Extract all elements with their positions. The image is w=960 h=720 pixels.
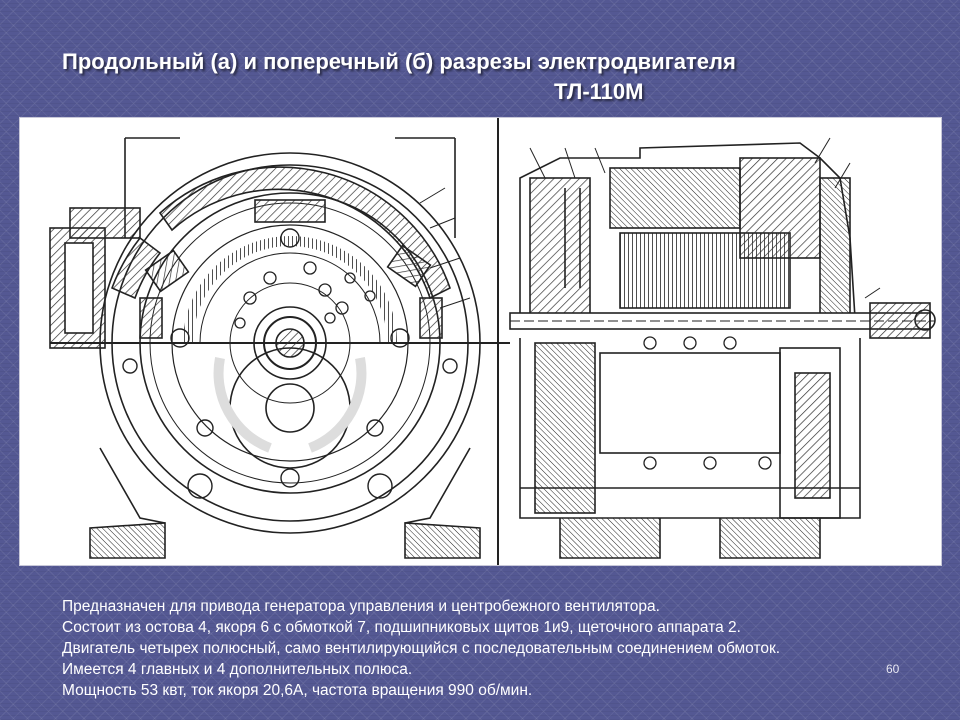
description-line-4: Имеется 4 главных и 4 дополнительных пол… <box>62 661 413 678</box>
page-number: 60 <box>886 662 900 676</box>
description-line-2: Состоит из остова 4, якоря 6 с обмоткой … <box>62 619 741 636</box>
description-line-1: Предназначен для привода генератора упра… <box>62 598 660 615</box>
slide-title-line-2: ТЛ-110М <box>554 79 644 104</box>
motor-section-drawing <box>49 118 936 565</box>
cross-section-view <box>49 137 510 559</box>
description-line-5: Мощность 53 квт, ток якоря 20,6А, частот… <box>62 682 533 699</box>
technical-drawing <box>19 117 942 566</box>
description-text: Предназначен для привода генератора упра… <box>62 596 932 701</box>
description-line-3: Двигатель четырех полюсный, само вентили… <box>62 640 781 657</box>
slide-title-line-1: Продольный (а) и поперечный (б) разрезы … <box>62 49 736 74</box>
longitudinal-section-view <box>509 137 936 559</box>
